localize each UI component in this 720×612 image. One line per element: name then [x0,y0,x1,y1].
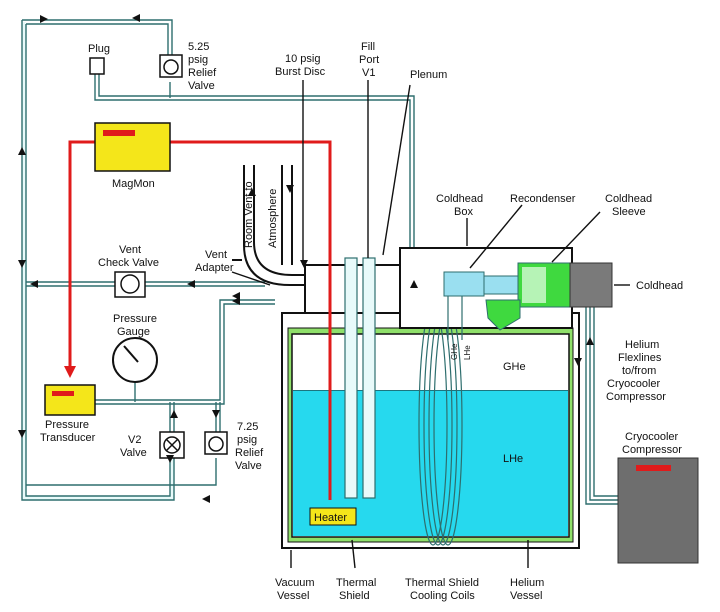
relief-725-label: psig [237,434,257,446]
cryo-comp-label: Compressor [622,444,682,456]
relief-valve-7-25 [204,431,228,455]
coldhead-sleeve-label: Sleeve [612,206,646,218]
coldhead [569,262,613,308]
lhe-small-label: LHe [463,345,472,360]
vent-check-label: Vent [119,244,141,256]
ghe-small-label: GHe [450,343,459,360]
pressure-transducer-label: Pressure [45,419,89,431]
room-vent-pipe [232,165,305,286]
helium-flex-label: Helium [625,339,659,351]
fill-port-label: V1 [362,67,375,79]
relief-725-label: Valve [235,460,262,472]
helium-flex-label: to/from [622,365,656,377]
relief-525-label: psig [188,54,208,66]
v2-label: V2 [128,434,141,446]
relief-725-label: 7.25 [237,421,258,433]
room-vent-label: Room Vent to [243,181,255,248]
coldhead-label: Coldhead [636,280,683,292]
pressure-gauge-label: Gauge [117,326,150,338]
plenum-neck [304,257,401,499]
vacuum-vessel-label: Vessel [277,590,309,602]
plug-label: Plug [88,43,110,55]
heater-box [309,507,357,526]
relief-525-label: Valve [188,80,215,92]
flow-arrows [18,14,594,503]
fill-port-label: Fill [361,41,375,53]
coldhead-box [399,247,613,340]
room-vent-label: Atmosphere [267,189,279,248]
pressure-transducer-box [44,384,96,416]
ts-coils-label: Thermal Shield [405,577,479,589]
leader-lines [231,80,630,569]
helium-flex-label: Flexlines [618,352,662,364]
coldhead-box-label: Box [454,206,473,218]
thermal-shield-label: Thermal [336,577,376,589]
burst-disc-label: 10 psig [285,53,320,65]
plug [89,57,105,75]
relief-valve-5-25 [159,54,183,78]
ts-coils-label: Cooling Coils [410,590,475,602]
v2-valve [159,431,185,459]
ghe-label: GHe [503,361,526,373]
lhe-label: LHe [503,453,523,465]
pressure-gauge [112,337,158,383]
plenum-label: Plenum [410,69,447,81]
magmon-box [94,122,171,172]
coldhead-sleeve-label: Coldhead [605,193,652,205]
helium-vessel-label: Helium [510,577,544,589]
coldhead-box-label: Coldhead [436,193,483,205]
vent-adapter-label: Adapter [195,262,234,274]
helium-flex-label: Compressor [606,391,666,403]
recondenser [443,271,485,297]
helium-vessel-label: Vessel [510,590,542,602]
vacuum-vessel-label: Vacuum [275,577,315,589]
relief-725-label: Relief [235,447,264,459]
cryocooler-compressor [617,457,699,564]
heater-label: Heater [314,512,347,524]
v2-label: Valve [120,447,147,459]
fill-port-label: Port [359,54,379,66]
vent-check-valve [114,271,146,298]
magmon-wiring [64,140,332,500]
helium-flex-label: Cryocooler [607,378,661,390]
labels: Plug 5.25 psig Relief Valve 10 psig Burs… [40,41,683,602]
vent-check-label: Check Valve [98,257,159,269]
magmon-label: MagMon [112,178,155,190]
cryo-comp-label: Cryocooler [625,431,679,443]
pressure-transducer-label: Transducer [40,432,96,444]
burst-disc-label: Burst Disc [275,66,326,78]
relief-525-label: Relief [188,67,217,79]
vent-adapter-label: Vent [205,249,227,261]
recondenser-label: Recondenser [510,193,576,205]
pressure-gauge-label: Pressure [113,313,157,325]
thermal-shield-label: Shield [339,590,370,602]
relief-525-label: 5.25 [188,41,209,53]
